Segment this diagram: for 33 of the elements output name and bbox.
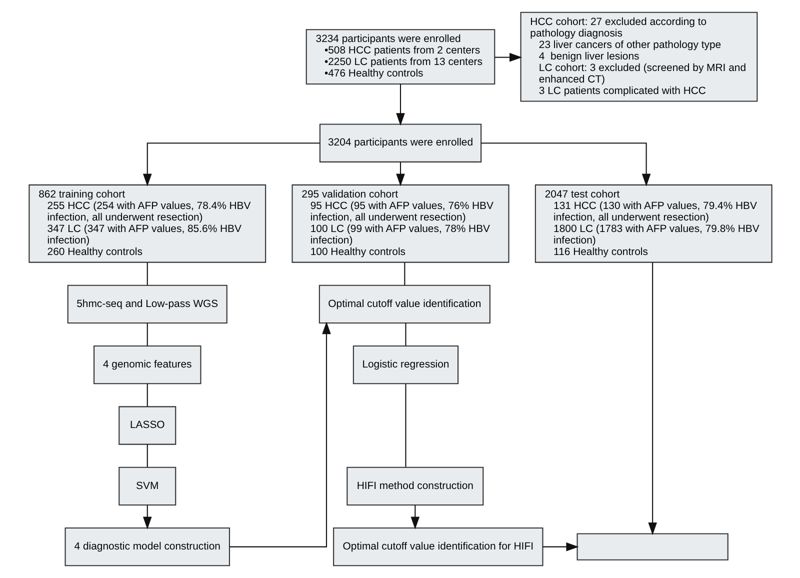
node-box xyxy=(576,533,728,560)
node-box: HCC cohort: 27 excluded according to pathology diagnosis 23 liver cancers of other pathology type 4 benign liver lesions LC cohort: 3 excluded (screened by MRI and enhanced CT) 3 LC patients complicated with HCC xyxy=(520,12,758,102)
node-box: SVM xyxy=(118,466,176,506)
arrow xyxy=(410,505,420,530)
node-box: HIFI method construction xyxy=(346,466,484,506)
connector xyxy=(146,384,148,406)
arrow xyxy=(396,84,404,126)
connector xyxy=(404,384,406,467)
node-box: 4 genomic features xyxy=(93,345,201,384)
node-box: 4 diagnostic model construction xyxy=(64,527,230,566)
node-box: 5hmc-seq and Low-pass WGS xyxy=(66,284,227,324)
node-box: 862 training cohort 255 HCC (254 with AFP values, 78.4% HBV infection, all underwent resection) 347 LC (347 with AFP values, 85.6% HBV infection) 260 Healthy controls xyxy=(28,184,266,263)
node-box: 3234 participants were enrolled •508 HCC patients from 2 centers •2250 LC patients from 13 centers •476 Healthy controls xyxy=(305,29,495,85)
arrow xyxy=(494,52,522,62)
arrow xyxy=(142,505,152,530)
arrow xyxy=(396,162,404,186)
connector xyxy=(146,444,148,468)
node-box: LASSO xyxy=(118,406,176,445)
node-box: 295 validation cohort 95 HCC (95 with AFP values, 76% HBV infection, all underwent resection) 100 LC (99 with AFP values, 78% HBV infection) 100 Healthy controls xyxy=(291,184,509,263)
node-box: 2047 test cohort 131 HCC (130 with AFP values, 79.4% HBV infection, all underwent resection) 1800 LC (1783 with AFP values, 79.8% HBV infection) 116 Healthy controls xyxy=(534,184,772,263)
arrow xyxy=(648,262,656,536)
node-box: Optimal cutoff value identification xyxy=(318,284,490,324)
arrow xyxy=(542,542,578,552)
node-box: 3204 participants were enrolled xyxy=(318,124,482,162)
arrow xyxy=(142,142,320,186)
connector xyxy=(146,262,148,286)
connector xyxy=(146,323,148,346)
node-box: Logistic regression xyxy=(352,345,458,384)
arrow xyxy=(480,142,650,186)
node-box: Optimal cutoff value identification for HIFI xyxy=(332,527,543,566)
arrow xyxy=(229,322,330,548)
connector xyxy=(404,323,406,346)
connector xyxy=(404,262,405,286)
